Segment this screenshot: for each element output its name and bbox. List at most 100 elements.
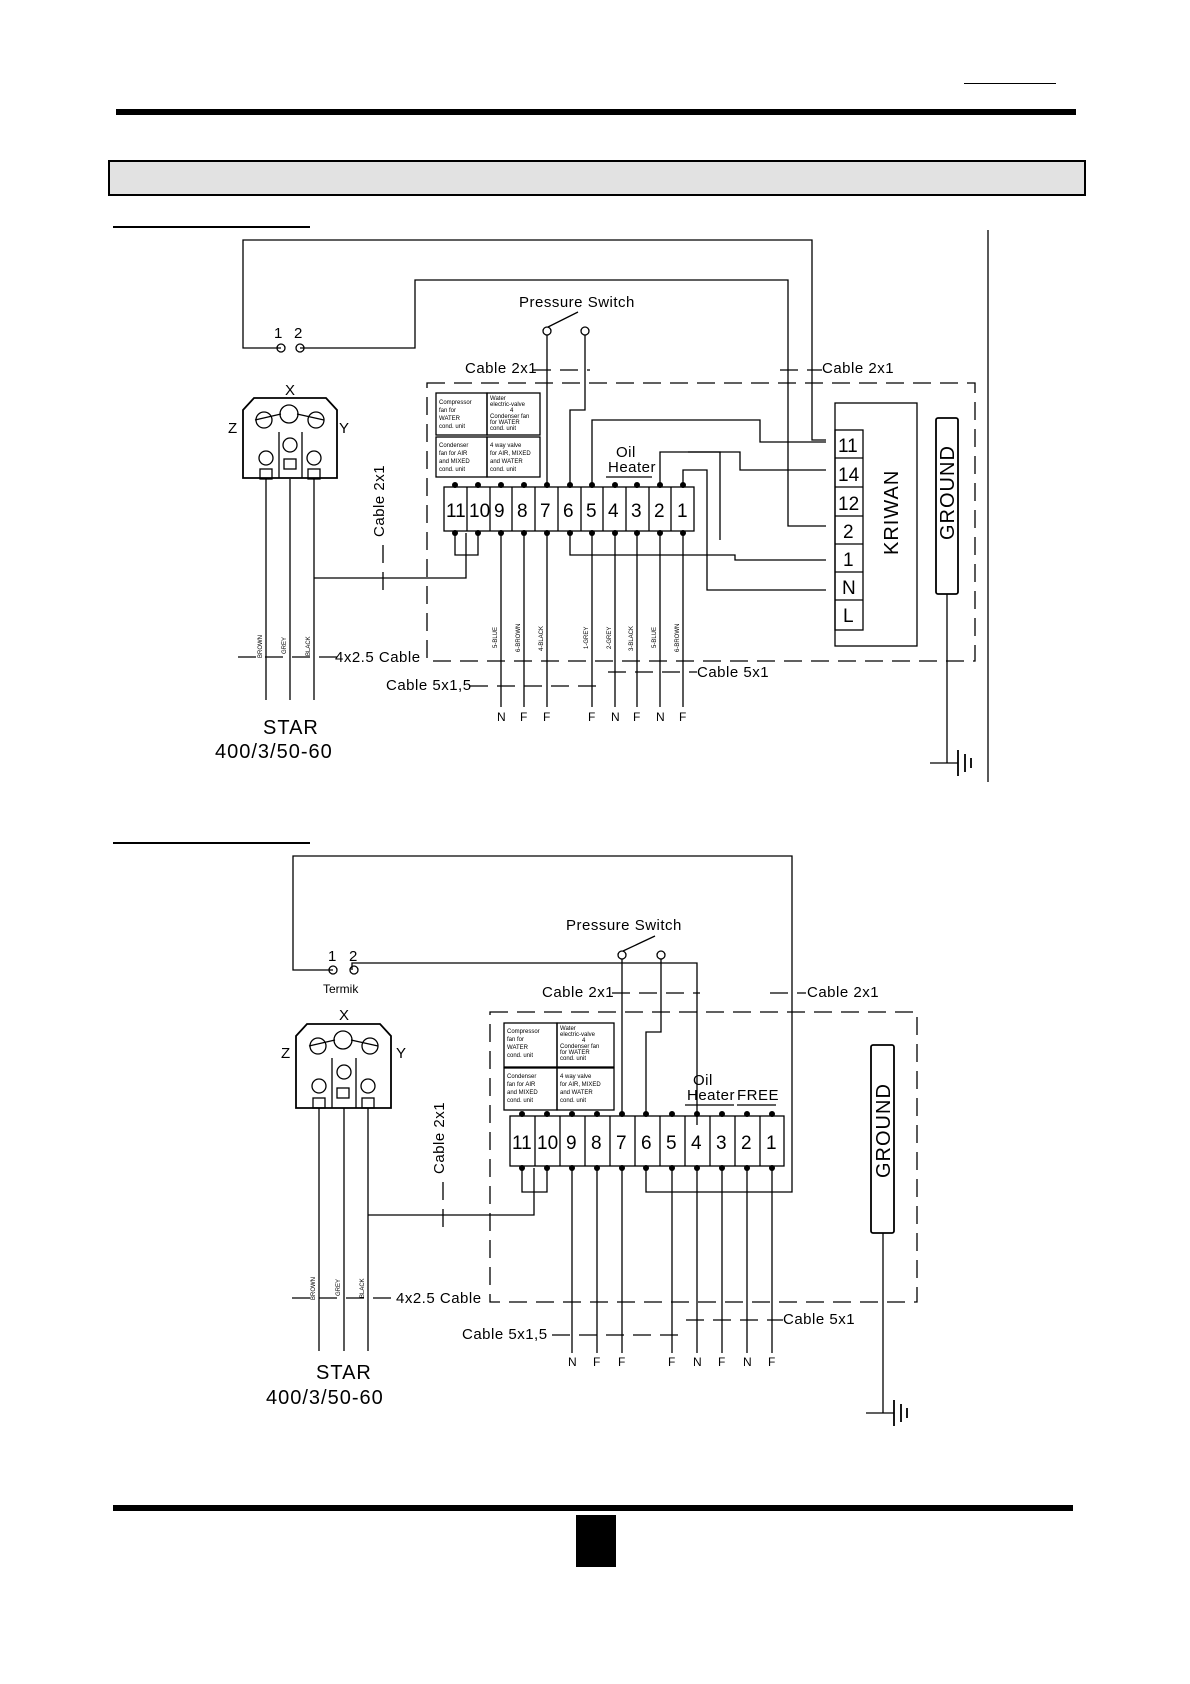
section-title-bar	[108, 160, 1086, 196]
diagram1-supply-cable-label: 4x2.5 Cable	[335, 649, 421, 666]
diagram1-cable-5x1-label: Cable 5x1	[697, 664, 769, 681]
diagram2-cable-2x1-right: Cable 2x1	[807, 984, 879, 1001]
diagram1-legend-c-4: cond. unit	[439, 467, 465, 473]
diagram1-pressure-switch-lever	[547, 311, 579, 328]
diagram1-motor-y: Y	[339, 420, 350, 437]
diagram1-nf-1: N	[497, 710, 506, 724]
diagram2-termik-label: Termik	[323, 982, 359, 996]
diagram2-legend-b-3: 4	[582, 1038, 586, 1044]
diagram2-terminal-3: 3	[716, 1133, 727, 1154]
diagram1-kriwan-14: 14	[838, 465, 860, 486]
diagram1-terminal-1: 1	[677, 501, 688, 522]
diagram1-terminal-5: 5	[586, 501, 597, 522]
diagram1-legend-b-1: Water	[490, 396, 506, 402]
diagram2-legend-a-1: Compressor	[507, 1029, 540, 1035]
diagram1-legend-c-1: Condenser	[439, 443, 468, 449]
diagram2-terminal-10: 10	[537, 1133, 558, 1154]
diagram1-termik-loop-outer	[242, 239, 826, 441]
diagram1-supply-spec: 400/3/50-60	[215, 741, 333, 763]
diagram2-legend-b-1: Water	[560, 1026, 576, 1032]
diagram2-terminal-1: 1	[766, 1133, 777, 1154]
diagram1-terminal-dividers	[466, 487, 672, 531]
diagram2-pressure-switch-contact-b	[656, 950, 666, 960]
diagram1-motor-connector: X Z Y	[228, 382, 350, 480]
diagram2-cable-5x15-label: Cable 5x1,5	[462, 1326, 548, 1343]
diagram1-terminal-10: 10	[469, 501, 490, 522]
diagram2-terminal-11: 11	[512, 1133, 532, 1154]
diagram2-ground-label: GROUND	[873, 1083, 895, 1178]
diagram1-ground-link-wire	[314, 533, 467, 579]
diagram2-terminal-5: 5	[666, 1133, 677, 1154]
diagram1-supply-color-black: BLACK	[306, 636, 312, 656]
diagram1-motor-z: Z	[228, 420, 238, 437]
diagram2-legend-c-1: Condenser	[507, 1074, 536, 1080]
diagram1-supply-color-brown: BROWN	[258, 635, 264, 658]
diagram1-terminal-2: 2	[654, 501, 665, 522]
diagram2-legend-a-4: cond. unit	[507, 1053, 533, 1059]
diagram2-legend-b-4: Condenser fan	[560, 1044, 599, 1050]
diagram2-supply-cable-label: 4x2.5 Cable	[396, 1290, 482, 1307]
diagram1-supply-color-grey: GREY	[282, 637, 288, 654]
diagram2-supply-spec: 400/3/50-60	[266, 1387, 384, 1409]
diagram1-nf-8: F	[679, 710, 686, 724]
diagram2-motor-x: X	[339, 1007, 350, 1024]
diagram1-legend-b-2: electric-valve	[490, 402, 526, 408]
diagram1-legend-a-1: Compressor	[439, 400, 472, 406]
diagram1-terminal-4: 4	[608, 501, 619, 522]
diagram2-motor-y: Y	[396, 1045, 407, 1062]
diagram1-termik-pin-1	[276, 343, 286, 353]
diagram2-legend-d-4: cond. unit	[560, 1098, 586, 1104]
diagram1-cable-2x1-right: Cable 2x1	[822, 360, 894, 377]
header-top-short-rule	[964, 83, 1056, 84]
page-number-box	[576, 1515, 616, 1567]
diagram2-legend-c-3: and MIXED	[507, 1090, 538, 1096]
diagram1-nf-7: N	[656, 710, 665, 724]
diagram1-cable-2x1-vertical: Cable 2x1	[371, 465, 388, 537]
diagram2-nf-7: N	[743, 1355, 752, 1369]
diagram1-legend-d-4: cond. unit	[490, 467, 516, 473]
diagram1-wire-t6-kn	[569, 533, 826, 561]
diagram2-legend-b-5: for WATER	[560, 1050, 590, 1056]
diagram2-terminal-2: 2	[741, 1133, 752, 1154]
diagram1-cable-5x15-label: Cable 5x1,5	[386, 677, 472, 694]
diagram2-oil-heater-line1: Oil	[693, 1072, 713, 1089]
diagram1-wire-t5-k11	[591, 419, 826, 485]
diagram1: 1 2 Pressure Switch Cable 2x1 Cable 2x1 …	[215, 230, 989, 782]
diagram2-supply-name: STAR	[316, 1362, 372, 1384]
diagram1-terminal-7: 7	[540, 501, 551, 522]
diagram1-wire-color-6: 3-BLACK	[629, 626, 635, 651]
diagram2-termik-pin-2-label: 2	[349, 948, 358, 965]
diagram1-wire-color-4: 1-GREY	[584, 627, 590, 649]
diagram1-kriwan-l: L	[843, 606, 854, 627]
diagram2-motor-z: Z	[281, 1045, 291, 1062]
diagram2-pressure-switch-label: Pressure Switch	[566, 917, 682, 934]
diagram1-legend: Compressor fan for WATER cond. unit Wate…	[435, 392, 541, 478]
diagram2-heading-underline	[113, 842, 310, 844]
diagram1-legend-a-3: WATER	[439, 416, 461, 422]
diagram1-termik-pin-1-label: 1	[274, 325, 283, 342]
diagram2-legend-a-3: WATER	[507, 1045, 529, 1051]
diagram2-supply-color-grey: GREY	[336, 1279, 342, 1296]
diagram1-legend-b-3: 4	[510, 408, 514, 414]
diagram1-legend-b-5: for WATER	[490, 420, 520, 426]
diagram1-terminal-8: 8	[517, 501, 528, 522]
diagram2-cable-2x1-vertical: Cable 2x1	[431, 1102, 448, 1174]
diagram1-heading-underline	[113, 226, 310, 228]
diagram1-nf-2: F	[520, 710, 527, 724]
diagram2-termik-pin-2	[349, 965, 359, 975]
diagram1-wire-t1-kl	[682, 469, 826, 591]
diagram1-wire-color-1: 5-BLUE	[493, 627, 499, 648]
diagram2-nf-2: F	[593, 1355, 600, 1369]
diagram2-termik-loop-outer	[292, 855, 793, 1193]
diagram2-nf-5: N	[693, 1355, 702, 1369]
diagram2-supply-color-brown: BROWN	[311, 1277, 317, 1300]
diagram2-bridge-6-1	[645, 1168, 760, 1193]
diagram1-ground-label: GROUND	[937, 445, 959, 540]
diagram1-output-wires	[500, 533, 684, 707]
diagram2-terminal-dividers	[534, 1116, 761, 1166]
diagram1-motor-x: X	[285, 382, 296, 399]
diagram1-termik-loop-inner	[300, 279, 826, 527]
diagram1-kriwan-terminal-strip	[834, 429, 864, 631]
diagram1-kriwan-label: KRIWAN	[881, 470, 903, 555]
